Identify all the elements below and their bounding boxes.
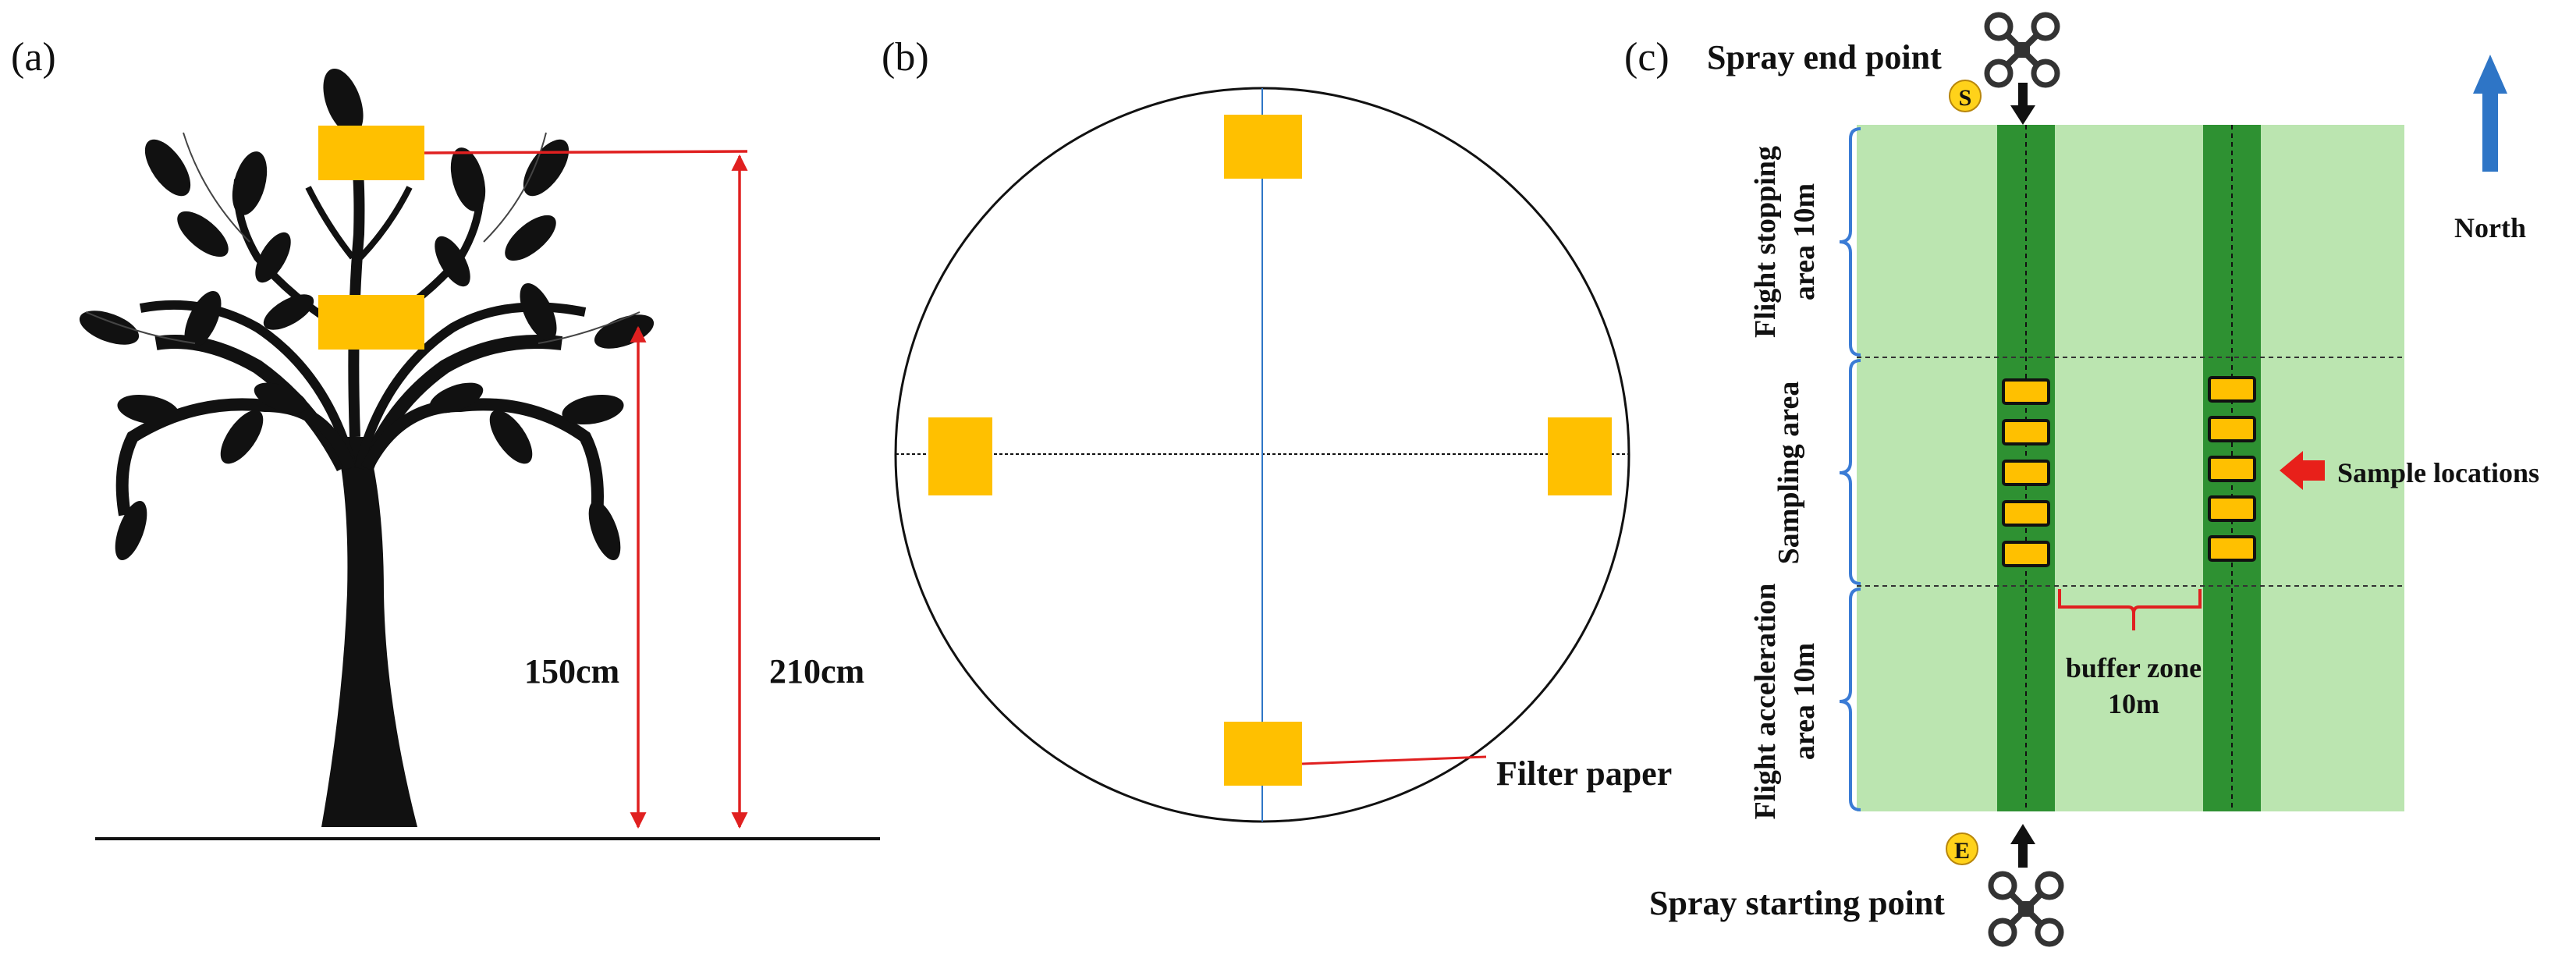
tree-thin-branches: [85, 132, 640, 344]
panel-a-label: (a): [11, 35, 56, 80]
label-150cm: 150cm: [524, 652, 619, 690]
label-spray-starting-point: Spray starting point: [1649, 884, 1945, 922]
tree-illustration: [79, 68, 655, 827]
end-marker-badge: [1949, 80, 1982, 112]
panel-b: (b) Filter paper: [882, 35, 1672, 823]
panel-c-label: (c): [1624, 35, 1669, 80]
svg-text:Flight stopping: Flight stopping: [1749, 146, 1782, 338]
sample-cards-left: [2002, 378, 2050, 567]
label-spray-end-point: Spray end point: [1707, 38, 1942, 76]
panel-c: (c) Fligh: [1624, 12, 2539, 947]
circle-filter-north: [1224, 115, 1302, 179]
label-flight-stopping-area: Flight stopping area 10m: [1749, 146, 1821, 338]
end-marker-label: S: [1959, 85, 1972, 111]
drone-icon-bottom: [1988, 871, 2064, 947]
sample-cards-right: [2208, 376, 2256, 562]
label-sampling-area: Sampling area: [1772, 382, 1805, 565]
sample-locations-arrow: [2280, 451, 2325, 490]
panel-b-label: (b): [882, 35, 929, 80]
label-north: North: [2454, 212, 2526, 243]
circle-filter-west: [928, 417, 992, 495]
tree-filter-top: [318, 126, 424, 180]
panel-a: (a): [11, 35, 880, 840]
arrow-up-start: [2010, 824, 2035, 868]
height-ref-line-top: [424, 150, 748, 154]
drone-icon-top: [1984, 12, 2060, 88]
label-buffer-zone: buffer zone: [2066, 652, 2202, 683]
label-flight-acceleration-area: Flight acceleration area 10m: [1749, 584, 1821, 820]
label-filter-paper: Filter paper: [1496, 754, 1672, 793]
svg-text:Flight acceleration: Flight acceleration: [1749, 584, 1782, 820]
label-210cm: 210cm: [769, 652, 864, 690]
tree-filter-middle: [318, 295, 424, 350]
svg-text:Sampling area: Sampling area: [1772, 382, 1805, 565]
north-arrow: [2473, 55, 2507, 172]
start-marker-badge: [1946, 832, 1978, 865]
circle-filter-south: [1224, 722, 1302, 786]
label-buffer-distance: 10m: [2108, 688, 2159, 719]
zone-braces: [1839, 127, 1861, 811]
buffer-zone-bracket: [2058, 589, 2202, 630]
circle-filter-east: [1548, 417, 1612, 495]
start-marker-label: E: [1954, 838, 1970, 864]
filter-paper-pointer: [1301, 755, 1487, 765]
svg-text:area 10m: area 10m: [1788, 643, 1821, 760]
arrow-down-end: [2010, 83, 2035, 125]
label-sample-locations: Sample locations: [2337, 457, 2539, 488]
svg-text:area 10m: area 10m: [1788, 183, 1821, 300]
